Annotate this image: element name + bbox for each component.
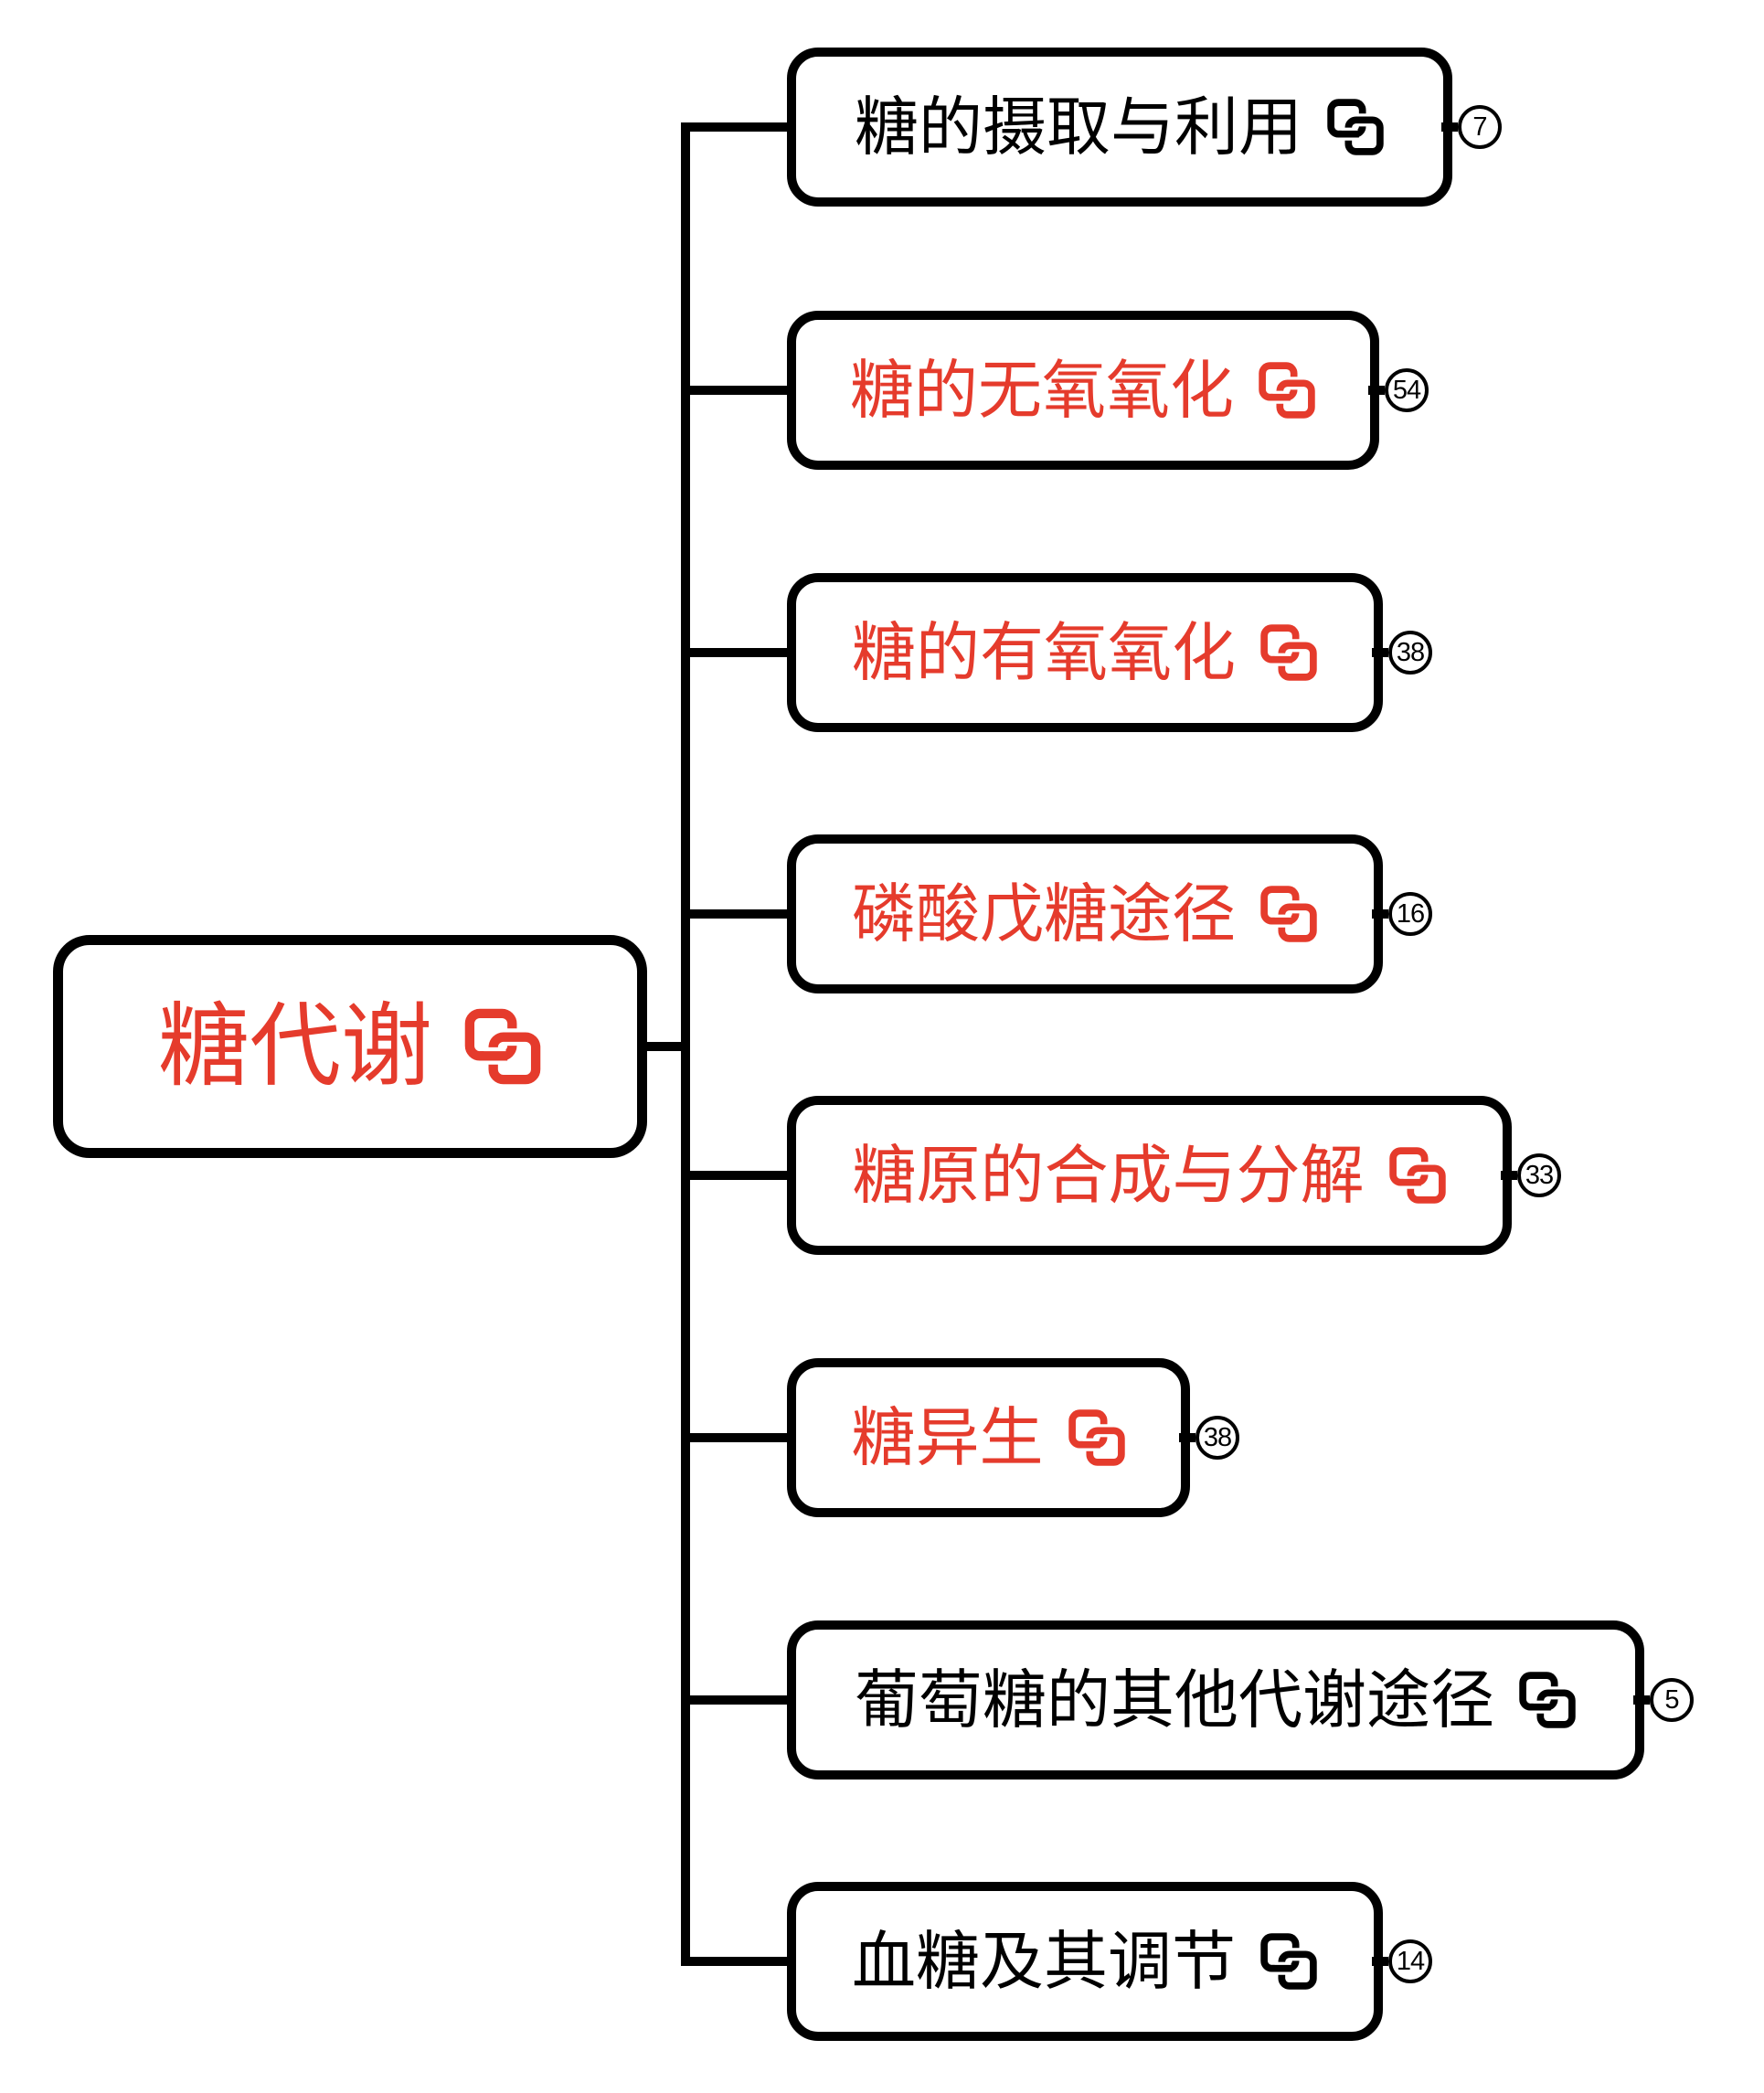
link-icon[interactable] <box>1326 98 1385 156</box>
topic-count-badge[interactable]: 16 <box>1388 892 1432 936</box>
link-icon[interactable] <box>1259 623 1318 682</box>
badge-connector <box>1372 648 1388 657</box>
badge-group: 38 <box>1179 1416 1239 1460</box>
topic-2[interactable]: 糖的无氧氧化 54 <box>787 311 1429 470</box>
topic-count: 14 <box>1396 1946 1425 1976</box>
topic-count: 16 <box>1396 898 1425 929</box>
badge-group: 38 <box>1372 631 1432 675</box>
topic-1[interactable]: 糖的摄取与利用 7 <box>787 48 1502 207</box>
link-icon[interactable] <box>1258 361 1316 420</box>
topic-count: 54 <box>1392 375 1421 405</box>
topic-8[interactable]: 血糖及其调节 14 <box>787 1882 1432 2041</box>
topic-count-badge[interactable]: 5 <box>1650 1678 1694 1722</box>
badge-connector <box>1441 122 1458 132</box>
topic-count-badge[interactable]: 38 <box>1195 1416 1239 1460</box>
link-icon[interactable] <box>1388 1146 1447 1205</box>
topic-count-badge[interactable]: 54 <box>1385 368 1429 412</box>
badge-connector <box>1372 1957 1388 1966</box>
topic-count: 5 <box>1664 1684 1679 1715</box>
badge-group: 5 <box>1633 1678 1694 1722</box>
topic-4[interactable]: 磷酸戊糖途径 16 <box>787 834 1432 993</box>
topic-count: 38 <box>1203 1422 1232 1452</box>
badge-group: 7 <box>1441 105 1502 149</box>
connector-branch-3 <box>681 648 787 657</box>
topic-count-badge[interactable]: 33 <box>1517 1153 1561 1197</box>
topic-count: 7 <box>1472 112 1487 142</box>
topic-7-label: 葡萄糖的其他代谢途径 <box>855 1664 1494 1736</box>
topic-3-label: 糖的有氧氧化 <box>852 617 1236 688</box>
topic-6[interactable]: 糖异生 38 <box>787 1358 1239 1517</box>
link-icon[interactable] <box>1068 1408 1126 1467</box>
topic-count: 38 <box>1396 637 1425 667</box>
connector-root <box>643 1042 685 1051</box>
connector-branch-8 <box>681 1957 787 1966</box>
badge-connector <box>1633 1695 1650 1705</box>
topic-4-label: 磷酸戊糖途径 <box>852 878 1236 950</box>
badge-group: 33 <box>1501 1153 1561 1197</box>
badge-group: 14 <box>1372 1939 1432 1983</box>
badge-group: 54 <box>1368 368 1429 412</box>
connector-branch-5 <box>681 1171 787 1180</box>
connector-trunk <box>681 122 690 1966</box>
badge-connector <box>1368 386 1385 395</box>
topic-2-label: 糖的无氧氧化 <box>850 355 1234 426</box>
badge-connector <box>1501 1171 1517 1180</box>
root-topic-label: 糖代谢 <box>158 995 432 1098</box>
connector-branch-6 <box>681 1433 787 1442</box>
badge-connector <box>1372 909 1388 919</box>
topic-5[interactable]: 糖原的合成与分解 33 <box>787 1096 1561 1255</box>
link-icon[interactable] <box>1518 1671 1577 1729</box>
root-topic[interactable]: 糖代谢 <box>53 935 647 1158</box>
topic-count-badge[interactable]: 38 <box>1388 631 1432 675</box>
connector-branch-1 <box>681 122 787 132</box>
badge-connector <box>1179 1433 1195 1442</box>
badge-group: 16 <box>1372 892 1432 936</box>
connector-branch-2 <box>681 386 787 395</box>
topic-1-label: 糖的摄取与利用 <box>855 91 1302 163</box>
topic-7[interactable]: 葡萄糖的其他代谢途径 5 <box>787 1620 1694 1780</box>
connector-branch-4 <box>681 909 787 919</box>
topic-5-label: 糖原的合成与分解 <box>852 1140 1365 1211</box>
topic-6-label: 糖异生 <box>851 1402 1044 1473</box>
link-icon[interactable] <box>1259 1932 1318 1991</box>
topic-count-badge[interactable]: 14 <box>1388 1939 1432 1983</box>
topic-count-badge[interactable]: 7 <box>1458 105 1502 149</box>
link-icon[interactable] <box>463 1007 542 1086</box>
topic-count: 33 <box>1525 1160 1554 1190</box>
topic-8-label: 血糖及其调节 <box>852 1926 1236 1997</box>
connector-branch-7 <box>681 1695 787 1705</box>
link-icon[interactable] <box>1259 885 1318 943</box>
topic-3[interactable]: 糖的有氧氧化 38 <box>787 573 1432 732</box>
